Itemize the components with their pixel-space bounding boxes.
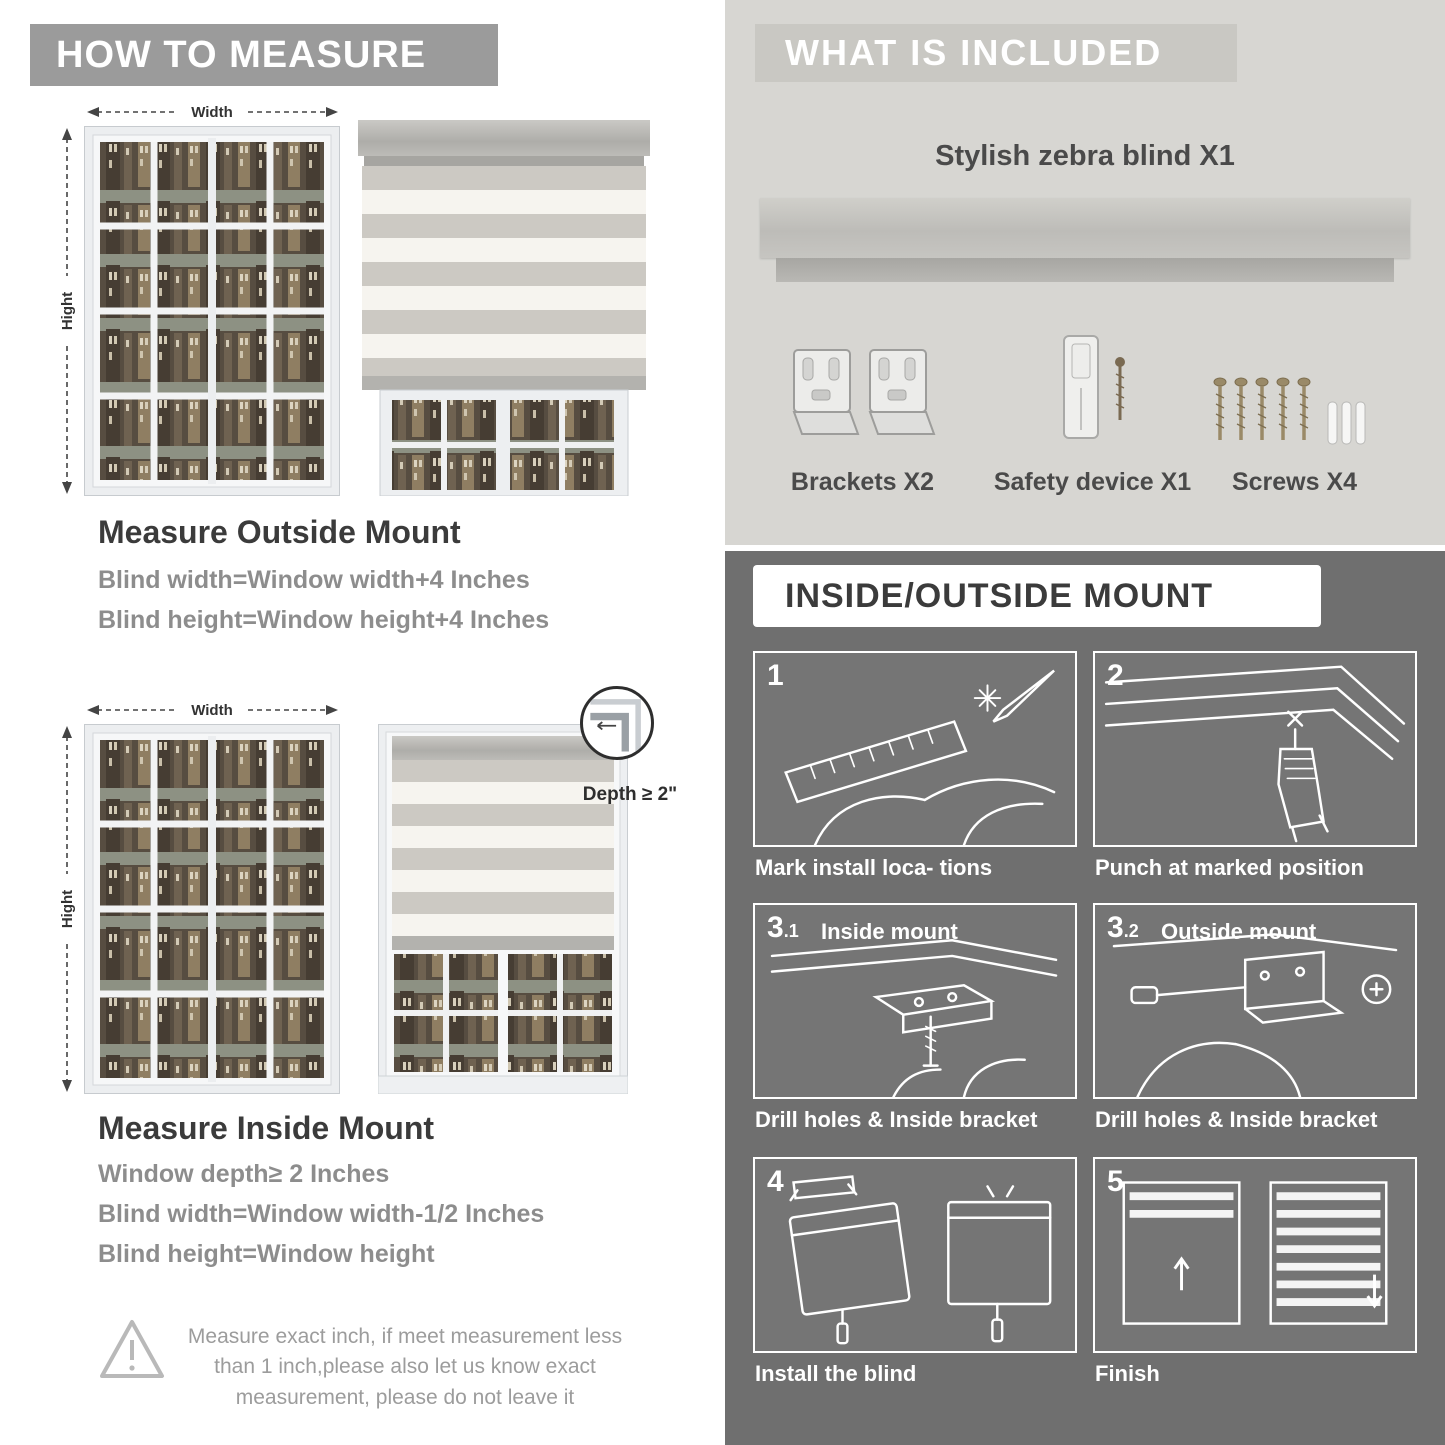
warning-text: Measure exact inch, if meet measurement …: [187, 1325, 623, 1409]
step-panel-2: 2: [1093, 651, 1417, 847]
install-blind-drawing: [788, 1175, 1052, 1345]
depth-detail-circle: [580, 686, 654, 760]
step-label: Inside mount: [821, 919, 958, 944]
inside-mount-title: Measure Inside Mount: [98, 1110, 435, 1146]
inside-bracket-drawing: [770, 939, 1058, 1097]
how-to-measure-header: HOW TO MEASURE: [30, 24, 498, 86]
zebra-blind-outside-image: [358, 120, 650, 496]
safety-device-label: Safety device X1: [993, 468, 1192, 496]
step-caption-3-2: Drill holes & Inside bracket: [1095, 1107, 1378, 1132]
outside-mount-line: Blind width=Window width+4 Inches: [98, 566, 530, 594]
outside-mount-title: Measure Outside Mount: [98, 514, 461, 550]
step-number: 1: [767, 659, 784, 692]
step-number: 5: [1107, 1165, 1124, 1198]
width-arrow: Width: [87, 104, 338, 121]
step-caption-3-1: Drill holes & Inside bracket: [755, 1107, 1038, 1132]
brackets-image: [792, 349, 935, 435]
step-number: 3.1: [767, 911, 799, 944]
outside-mount-line: Blind height=Window height+4 Inches: [98, 606, 550, 634]
how-to-measure-title: HOW TO MEASURE: [56, 34, 427, 76]
mount-instructions-section: INSIDE/OUTSIDE MOUNT 1: [725, 551, 1445, 1445]
finish-drawing: [1122, 1181, 1388, 1325]
width-label: Width: [191, 702, 233, 719]
height-label: Hight: [59, 890, 76, 928]
window-photo: [84, 724, 340, 1094]
window-corner-detail: [590, 699, 641, 752]
inside-mount-line: Window depth≥ 2 Inches: [98, 1160, 390, 1188]
screws-label: Screws X4: [1231, 468, 1358, 496]
outside-bracket-drawing: [1112, 933, 1398, 1097]
warning-icon: [100, 1320, 164, 1378]
what-is-included-title: WHAT IS INCLUDED: [785, 32, 1163, 73]
product-label: Stylish zebra blind X1: [935, 140, 1235, 172]
step-panel-3-2: 3.2 Outside mount: [1093, 903, 1417, 1099]
step-number: 2: [1107, 659, 1124, 692]
step-panel-3-1: 3.1 Inside mount: [753, 903, 1077, 1099]
safety-device-image: [1063, 335, 1125, 439]
inside-mount-line: Blind width=Window width-1/2 Inches: [98, 1200, 545, 1228]
width-label: Width: [191, 104, 233, 121]
step-panel-5: 5: [1093, 1157, 1417, 1353]
step-caption-2: Punch at marked position: [1095, 855, 1364, 880]
width-arrow: Width: [87, 702, 338, 719]
step-number: 3.2: [1107, 911, 1139, 944]
inside-mount-line: Blind height=Window height: [98, 1240, 435, 1268]
height-arrow: Hight: [59, 726, 76, 1092]
zebra-blind-inside-image: [378, 724, 628, 1094]
step-caption-1: Mark install loca- tions: [755, 855, 993, 880]
height-arrow: Hight: [59, 128, 76, 494]
what-is-included-header: WHAT IS INCLUDED: [755, 24, 1237, 82]
step-label: Outside mount: [1161, 919, 1317, 944]
step-caption-5: Finish: [1095, 1361, 1160, 1386]
step-panel-4: 4: [753, 1157, 1077, 1353]
mount-instructions-title: INSIDE/OUTSIDE MOUNT: [785, 577, 1214, 615]
screws-image: [1213, 376, 1366, 445]
what-is-included-section: WHAT IS INCLUDED Stylish zebra blind X1: [725, 0, 1445, 545]
mount-instructions-header: INSIDE/OUTSIDE MOUNT: [753, 565, 1321, 627]
depth-label: Depth ≥ 2": [582, 784, 678, 805]
step-panel-1: 1: [753, 651, 1077, 847]
mark-location-drawing: [784, 669, 1056, 845]
step-number: 4: [767, 1165, 784, 1198]
drill-position-drawing: [1104, 665, 1406, 843]
height-label: Hight: [59, 292, 76, 330]
blind-headrail-image: [760, 198, 1410, 258]
window-photo: [84, 126, 340, 496]
step-caption-4: Install the blind: [755, 1361, 917, 1386]
brackets-label: Brackets X2: [790, 468, 935, 496]
blind-headrail-lip: [776, 258, 1394, 282]
